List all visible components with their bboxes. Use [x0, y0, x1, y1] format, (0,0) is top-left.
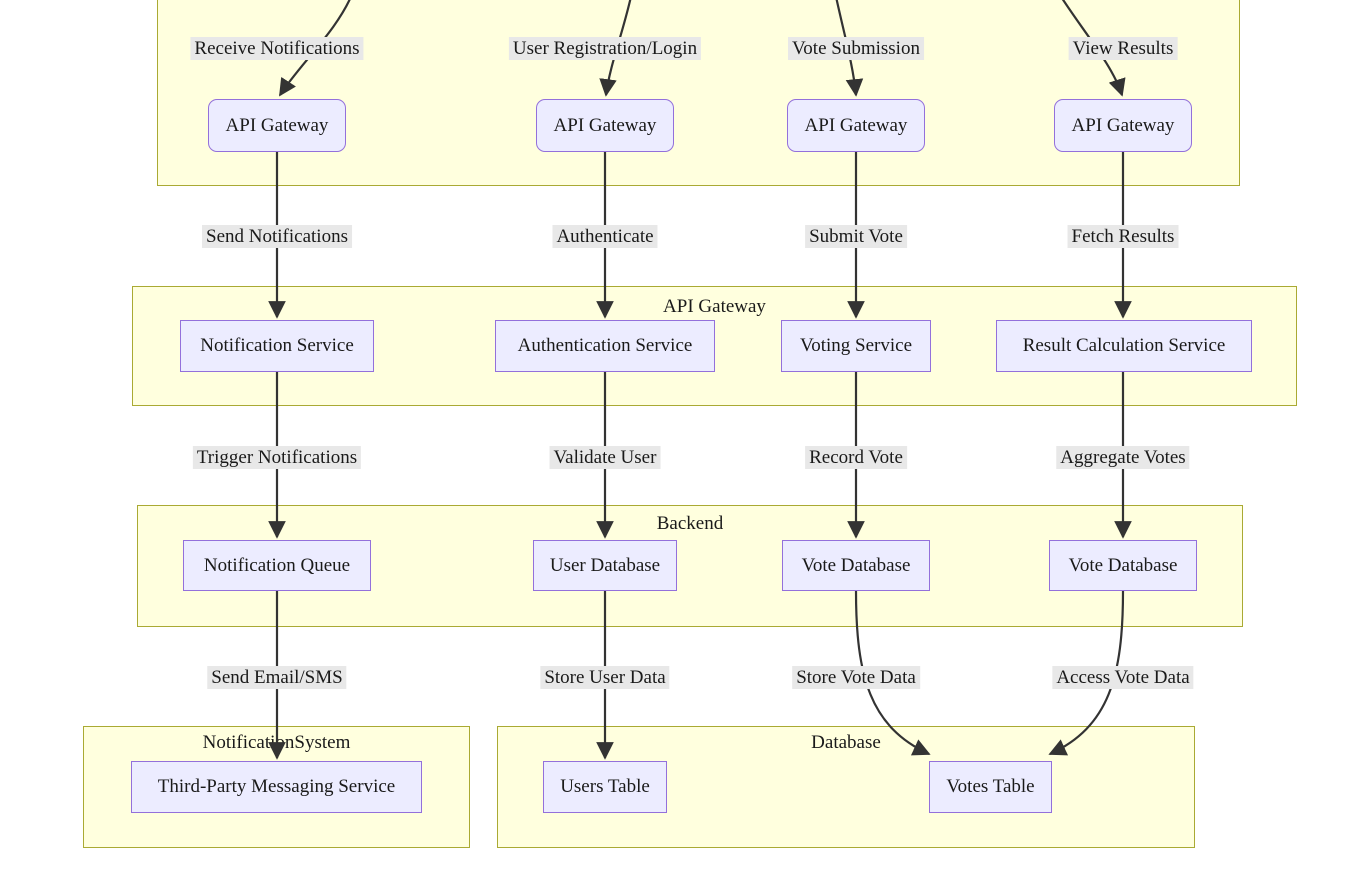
edge-label-send-email-sms: Send Email/SMS	[207, 666, 347, 689]
edge-label-authenticate: Authenticate	[552, 225, 658, 248]
edge-label-user-registration-login: User Registration/Login	[508, 37, 702, 60]
node-authentication-service: Authentication Service	[495, 320, 715, 372]
node-notification-service: Notification Service	[180, 320, 374, 372]
subgraph-database-title: Database	[811, 732, 881, 753]
subgraph-backend-title: Backend	[656, 513, 724, 534]
node-vote-database-2: Vote Database	[1049, 540, 1197, 591]
edge-label-receive-notifications: Receive Notifications	[190, 37, 364, 60]
node-api-gateway-4: API Gateway	[1054, 99, 1192, 152]
node-third-party-messaging-service: Third-Party Messaging Service	[131, 761, 422, 813]
edge-label-validate-user: Validate User	[549, 446, 661, 469]
edge-label-store-user-data: Store User Data	[540, 666, 670, 689]
edge-label-aggregate-votes: Aggregate Votes	[1056, 446, 1190, 469]
edge-label-store-vote-data: Store Vote Data	[792, 666, 920, 689]
node-api-gateway-1: API Gateway	[208, 99, 346, 152]
node-users-table: Users Table	[543, 761, 667, 813]
edge-label-access-vote-data: Access Vote Data	[1052, 666, 1194, 689]
edge-label-record-vote: Record Vote	[805, 446, 907, 469]
node-api-gateway-3: API Gateway	[787, 99, 925, 152]
node-api-gateway-2: API Gateway	[536, 99, 674, 152]
edge-label-send-notifications: Send Notifications	[202, 225, 352, 248]
edge-label-view-results: View Results	[1068, 37, 1178, 60]
node-vote-database-1: Vote Database	[782, 540, 930, 591]
node-result-calculation-service: Result Calculation Service	[996, 320, 1252, 372]
edge-label-submit-vote: Submit Vote	[805, 225, 907, 248]
subgraph-frontend	[157, 0, 1240, 186]
edge-label-vote-submission: Vote Submission	[788, 37, 924, 60]
node-notification-queue: Notification Queue	[183, 540, 371, 591]
node-voting-service: Voting Service	[781, 320, 931, 372]
node-votes-table: Votes Table	[929, 761, 1052, 813]
node-user-database: User Database	[533, 540, 677, 591]
edge-label-trigger-notifications: Trigger Notifications	[192, 446, 362, 469]
subgraph-api-gateway-title: API Gateway	[663, 296, 766, 317]
subgraph-notification-system-title: NotificationSystem	[202, 732, 351, 753]
edge-label-fetch-results: Fetch Results	[1067, 225, 1179, 248]
